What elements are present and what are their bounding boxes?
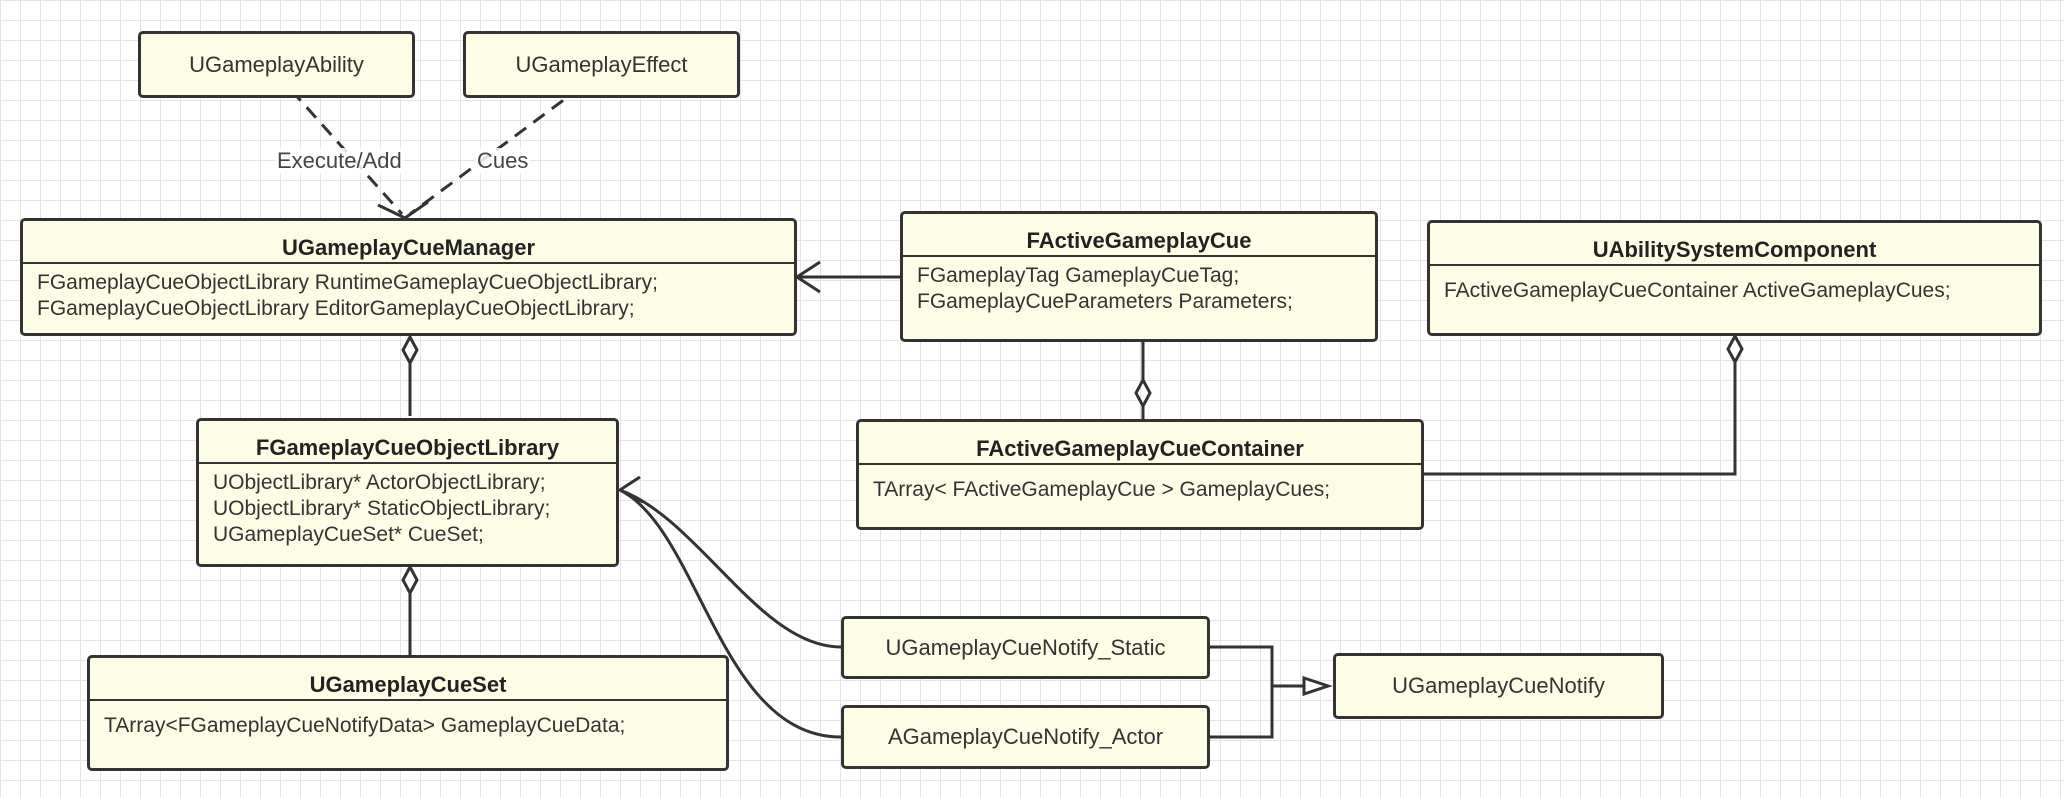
diamond-container	[1134, 376, 1152, 410]
edge-effect-to-manager	[409, 71, 601, 216]
edge-label-execute-add: Execute/Add	[275, 148, 404, 174]
arrowhead-manager-right	[794, 260, 821, 294]
class-title: UGameplayCueManager	[23, 221, 794, 264]
edge-static-to-objlib	[619, 488, 842, 649]
class-field: TArray<FGameplayCueNotifyData> GameplayC…	[104, 714, 626, 737]
class-name: UGameplayCueNotify_Static	[885, 634, 1166, 660]
class-factivegameplaycue[interactable]: FActiveGameplayCue FGameplayTag Gameplay…	[900, 211, 1378, 342]
class-ugameplayeffect[interactable]: UGameplayEffect	[463, 31, 740, 98]
arrowhead-objlib	[617, 475, 644, 504]
edge-actor-to-objlib	[619, 488, 842, 739]
class-field: UGameplayCueSet* CueSet;	[213, 523, 484, 546]
inherit-triangle	[1302, 675, 1333, 697]
class-title: FActiveGameplayCueContainer	[859, 422, 1421, 465]
class-title: UAbilitySystemComponent	[1430, 223, 2039, 266]
class-ugameplaycuenotify-static[interactable]: UGameplayCueNotify_Static	[841, 616, 1210, 679]
class-fgameplaycueobjectlibrary[interactable]: FGameplayCueObjectLibrary UObjectLibrary…	[196, 418, 619, 567]
class-field: UObjectLibrary* StaticObjectLibrary;	[213, 497, 551, 520]
class-title: UGameplayCueSet	[90, 658, 726, 701]
class-field: UObjectLibrary* ActorObjectLibrary;	[213, 471, 546, 494]
class-uabilitysystemcomponent[interactable]: UAbilitySystemComponent FActiveGameplayC…	[1427, 220, 2042, 336]
edge-label-cues: Cues	[475, 148, 531, 174]
class-field: FGameplayCueParameters Parameters;	[917, 290, 1293, 313]
class-title: FGameplayCueObjectLibrary	[199, 421, 616, 464]
class-ugameplaycueset[interactable]: UGameplayCueSet TArray<FGameplayCueNotif…	[87, 655, 729, 771]
class-name: UGameplayAbility	[189, 51, 364, 77]
diamond-objlib	[401, 563, 419, 597]
edge-asc-container	[1424, 362, 1737, 476]
diamond-asc	[1726, 332, 1744, 366]
class-name: AGameplayCueNotify_Actor	[887, 724, 1164, 749]
class-title: FActiveGameplayCue	[903, 214, 1375, 257]
class-name: UGameplayEffect	[515, 51, 688, 77]
class-factivegameplaycuecontainer[interactable]: FActiveGameplayCueContainer TArray< FAct…	[856, 419, 1424, 530]
edge-static-inherit	[1210, 645, 1274, 739]
class-ugameplayability[interactable]: UGameplayAbility	[138, 31, 415, 98]
class-name: UGameplayCueNotify	[1392, 673, 1605, 698]
class-field: FGameplayCueObjectLibrary EditorGameplay…	[37, 297, 635, 320]
class-field: FGameplayTag GameplayCueTag;	[917, 264, 1240, 287]
class-field: FActiveGameplayCueContainer ActiveGamepl…	[1444, 279, 1951, 302]
class-field: FGameplayCueObjectLibrary RuntimeGamepla…	[37, 271, 658, 294]
class-agameplaycuenotify-actor[interactable]: AGameplayCueNotify_Actor	[841, 705, 1210, 769]
class-field: TArray< FActiveGameplayCue > GameplayCue…	[873, 478, 1331, 501]
class-ugameplaycuemanager[interactable]: UGameplayCueManager FGameplayCueObjectLi…	[20, 218, 797, 336]
diamond-manager	[401, 333, 419, 367]
arrowhead-manager-top	[377, 200, 429, 220]
class-ugameplaycuenotify[interactable]: UGameplayCueNotify	[1333, 653, 1664, 719]
